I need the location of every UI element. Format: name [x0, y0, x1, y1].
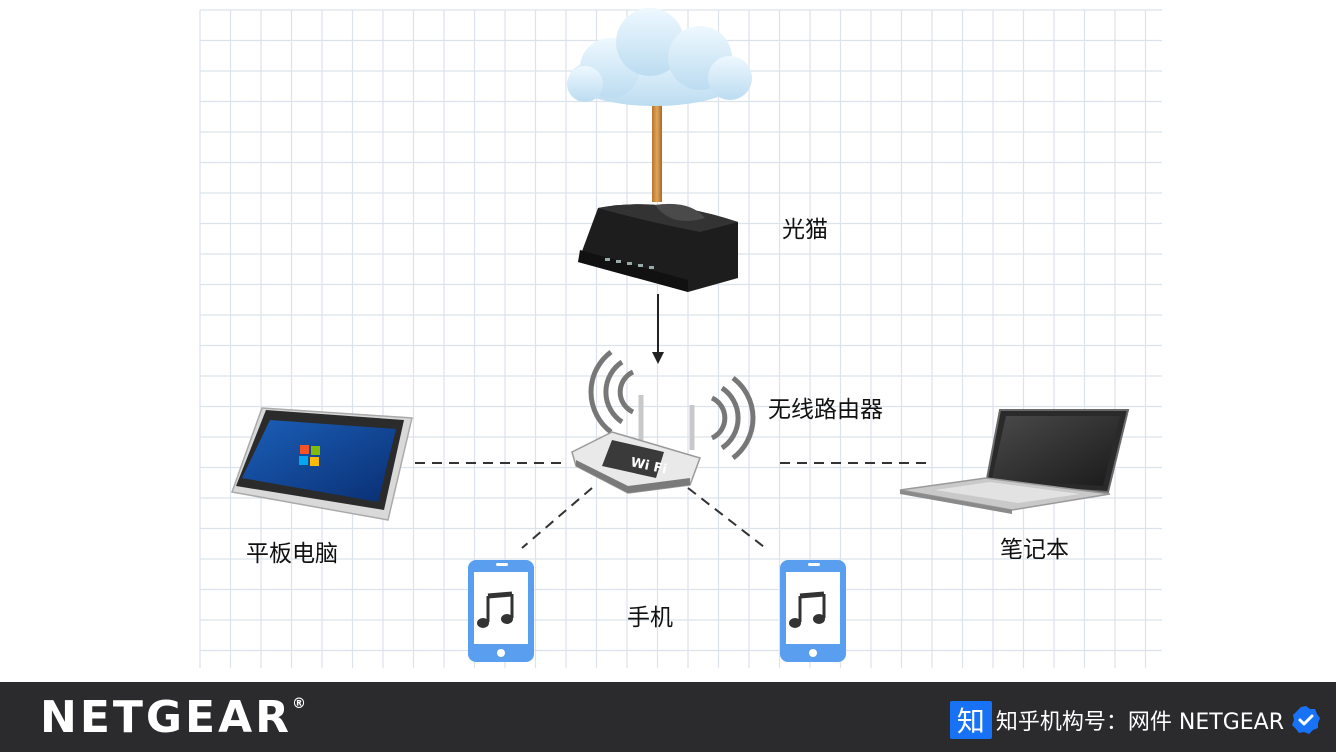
zhihu-badge: 知 — [949, 701, 992, 739]
windows-logo-icon — [299, 445, 320, 466]
modem-icon — [578, 203, 738, 292]
laptop-icon — [899, 409, 1130, 514]
link-router-phone-right — [687, 487, 769, 551]
grid-background — [199, 9, 1162, 668]
tablet-label: 平板电脑 — [246, 541, 338, 567]
modem-label: 光猫 — [782, 217, 828, 243]
footer-bar: NETGEAR® 知 知乎机构号：网件 NETGEAR — [0, 682, 1336, 752]
brand-mark: ® — [292, 696, 306, 713]
phone-right-icon — [780, 560, 846, 662]
link-router-phone-left — [521, 487, 593, 549]
source-text: 知乎机构号：网件 NETGEAR — [995, 710, 1284, 735]
network-diagram: Wi Fi — [199, 8, 1162, 668]
wireless-links — [415, 462, 930, 551]
netgear-logo: NETGEAR® — [40, 692, 306, 743]
tablet-icon — [230, 407, 413, 521]
router-icon: Wi Fi — [571, 395, 701, 494]
wifi-signal-left-icon — [588, 350, 635, 434]
modem-router-arrow — [652, 294, 664, 364]
wifi-signal-right-icon — [710, 376, 756, 460]
verified-icon — [1292, 706, 1320, 734]
uplink-cable — [652, 102, 662, 202]
router-label: 无线路由器 — [768, 397, 883, 423]
laptop-label: 笔记本 — [1000, 537, 1069, 563]
source-credit: 知 知乎机构号：网件 NETGEAR — [949, 701, 1322, 739]
music-note-icon — [477, 591, 514, 628]
phones-label: 手机 — [627, 605, 673, 631]
brand-name: NETGEAR — [40, 692, 292, 743]
internet-cloud-icon — [567, 8, 752, 106]
router-wifi-badge: Wi Fi — [629, 455, 668, 477]
music-note-icon — [789, 591, 826, 628]
phone-left-icon — [468, 560, 534, 662]
